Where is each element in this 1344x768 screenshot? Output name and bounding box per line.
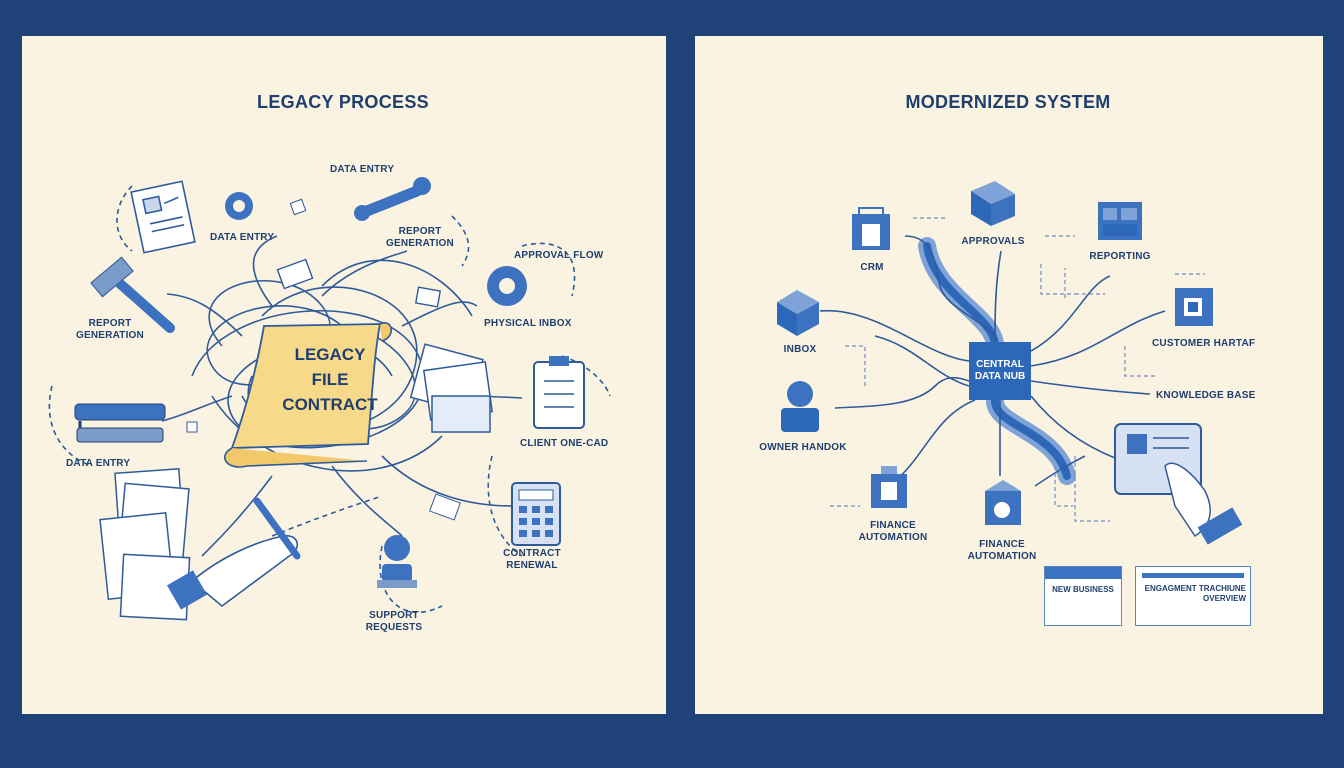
new-business-card[interactable]: NEW BUSINESS xyxy=(1044,566,1122,626)
approvals-icon xyxy=(971,181,1015,226)
label-reporting: REPORTING xyxy=(1089,251,1151,262)
scroll-label: LEGACY FILE CONTRACT xyxy=(270,342,390,417)
sticky-note-icon xyxy=(186,421,198,433)
clipboard-icon xyxy=(533,356,585,429)
legacy-title: LEGACY PROCESS xyxy=(257,92,429,112)
wrench-icon xyxy=(354,177,431,221)
scroll-icon xyxy=(224,322,392,468)
arrow-hammer xyxy=(166,293,243,337)
label-report-generation-left: REPORT GENERATION xyxy=(76,318,144,341)
document-icon xyxy=(130,180,196,254)
gear-icon xyxy=(487,266,527,306)
scroll-label-line: LEGACY xyxy=(294,345,366,364)
label-contract-renewal: CONTRACT RENEWAL xyxy=(503,548,561,571)
calculator-icon xyxy=(511,482,561,546)
dashed-link xyxy=(1074,456,1110,522)
label-data-entry-left: DATA ENTRY xyxy=(210,232,275,243)
dashed-swirl xyxy=(451,215,470,267)
dashed-link xyxy=(845,345,866,388)
dashed-swirl xyxy=(48,385,93,467)
hammer-icon xyxy=(90,256,175,333)
label-approval-flow: APPROVAL FLOW xyxy=(514,250,604,261)
arrow-contract xyxy=(381,455,513,507)
arrow-physical-inbox xyxy=(401,301,478,327)
paper-stack-icon xyxy=(99,468,191,621)
card-label: ENGAGMENT TRACHIUNE OVERVIEW xyxy=(1144,584,1246,603)
connector-approvals xyxy=(994,250,1002,343)
scroll-label-line: FILE xyxy=(311,370,349,389)
card-header-bar xyxy=(1142,573,1244,578)
crm-icon xyxy=(852,207,890,250)
label-physical-inbox: PHYSICAL INBOX xyxy=(484,318,572,329)
label-approvals: APPROVALS xyxy=(961,236,1025,247)
hand-pen-icon xyxy=(167,497,301,610)
central-data-hub[interactable]: CENTRAL DATA NUB xyxy=(969,342,1031,400)
paper-scrap-icon xyxy=(276,258,314,290)
dashed-swirl xyxy=(521,242,576,297)
modern-title: MODERNIZED SYSTEM xyxy=(905,92,1111,112)
owner-icon xyxy=(781,381,819,432)
tangle-line xyxy=(321,259,473,317)
hub-label-line: DATA NUB xyxy=(974,371,1026,382)
dashed-swirl xyxy=(116,185,133,252)
arrow-support xyxy=(331,465,403,537)
stapler-icon xyxy=(74,403,166,443)
label-support-requests: SUPPORT REQUESTS xyxy=(365,610,423,633)
label-crm: CRM xyxy=(860,262,884,273)
dashed-link xyxy=(1054,466,1073,507)
connector-extra xyxy=(1034,455,1086,487)
dashed-swirl xyxy=(561,355,611,397)
label-report-generation-top: REPORT GENERATION xyxy=(386,226,454,249)
sticky-note-icon xyxy=(289,198,307,216)
dashed-link xyxy=(1040,264,1075,295)
label-knowledge-base: KNOWLEDGE BASE xyxy=(1156,390,1256,401)
connector-tablet xyxy=(1030,395,1116,459)
connector-reporting xyxy=(1030,275,1111,352)
support-person-icon xyxy=(377,535,417,588)
scroll-label-line: CONTRACT xyxy=(282,395,378,414)
reporting-icon xyxy=(1098,202,1142,240)
connector-finance-left xyxy=(894,399,976,482)
connector-knowledge xyxy=(1030,380,1151,395)
label-data-entry-top: DATA ENTRY xyxy=(330,164,395,175)
label-owner: OWNER HANDOK xyxy=(759,442,847,453)
hand-icon xyxy=(1164,462,1243,545)
label-client-onboard: CLIENT ONE-CAD xyxy=(520,438,609,449)
label-customer: CUSTOMER HARTAF xyxy=(1152,338,1256,349)
paper-pile-icon xyxy=(409,343,494,433)
label-finance-right: FINANCE AUTOMATION xyxy=(967,539,1037,562)
label-inbox: INBOX xyxy=(783,344,817,355)
connector-crm xyxy=(904,235,996,337)
legacy-diagram xyxy=(48,177,611,621)
modern-panel: MODERNIZED SYSTEM CENTRAL DATA NUB CRM A… xyxy=(695,36,1323,714)
paper-scrap-icon xyxy=(429,493,461,521)
arrow-data-entry xyxy=(252,235,278,307)
connector-owner xyxy=(834,376,970,409)
paper-scrap-icon xyxy=(414,286,442,308)
modern-diagram xyxy=(777,181,1243,545)
card-label: NEW BUSINESS xyxy=(1052,585,1114,594)
gear-icon xyxy=(225,192,253,220)
dashed-link xyxy=(1124,346,1155,377)
finance-left-icon xyxy=(871,466,907,508)
arrow-report-top xyxy=(321,250,408,297)
legacy-panel: LEGACY PROCESS LEGACY FILE CONTRACT DATA… xyxy=(22,36,666,714)
finance-right-icon xyxy=(985,480,1021,525)
arrow-paper-left xyxy=(201,475,273,557)
arrow-stapler xyxy=(161,395,233,422)
hub-label-line: CENTRAL xyxy=(976,359,1024,370)
card-header-bar xyxy=(1045,567,1121,579)
dashed-swirl xyxy=(271,495,383,537)
engagement-card[interactable]: ENGAGMENT TRACHIUNE OVERVIEW xyxy=(1135,566,1251,626)
customer-icon xyxy=(1175,288,1213,326)
connector-inbox xyxy=(819,309,970,362)
connector-extra xyxy=(874,335,970,387)
dashed-swirl xyxy=(487,455,523,557)
label-finance-left: FINANCE AUTOMATION xyxy=(858,520,928,543)
label-data-entry-bottom: DATA ENTRY xyxy=(66,458,131,469)
tangle-line xyxy=(211,395,443,472)
connector-customer xyxy=(1030,310,1166,367)
inbox-icon xyxy=(777,290,819,336)
